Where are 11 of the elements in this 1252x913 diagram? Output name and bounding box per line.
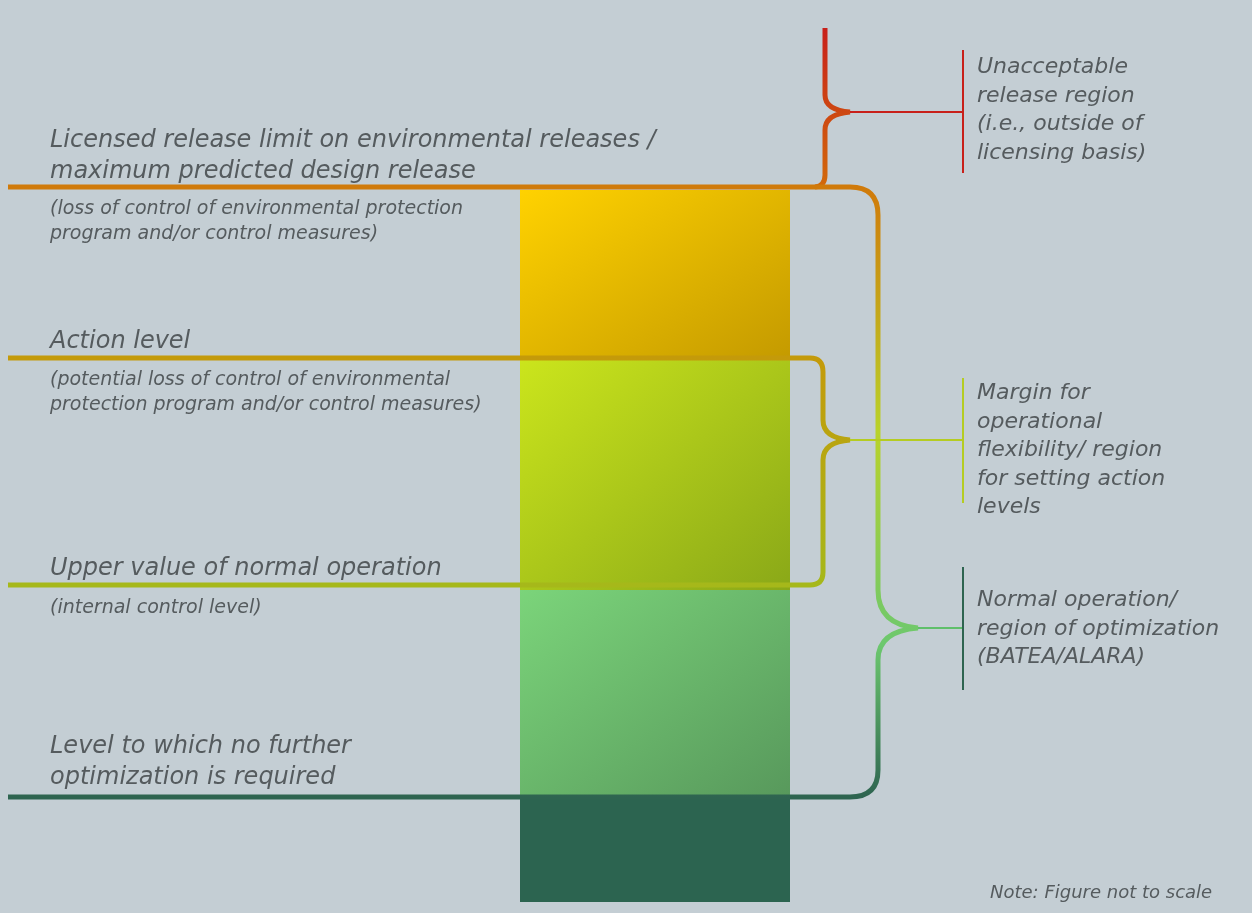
region-label: Margin for operational flexibility/ region for setting action levels [977,378,1167,521]
region-label: Normal operation/ region of optimization (BATEA/ALARA) [977,585,1221,671]
level-label: Licensed release limit on environmental releases / maximum predicted design release [50,124,659,187]
level-label: Action level [50,325,192,356]
level-description: (internal control level) [50,594,263,619]
level-label: Level to which no further optimization is required [50,730,353,793]
level-description: (loss of control of environmental protection program and/or control measures) [50,195,465,245]
region-label: Unacceptable release region (i.e., outside of licensing basis) [977,52,1148,166]
level-label: Upper value of normal operation [50,552,443,583]
note: Note: Figure not to scale [990,880,1214,904]
level-description: (potential loss of control of environmental protection program and/or control measures) [50,366,483,416]
